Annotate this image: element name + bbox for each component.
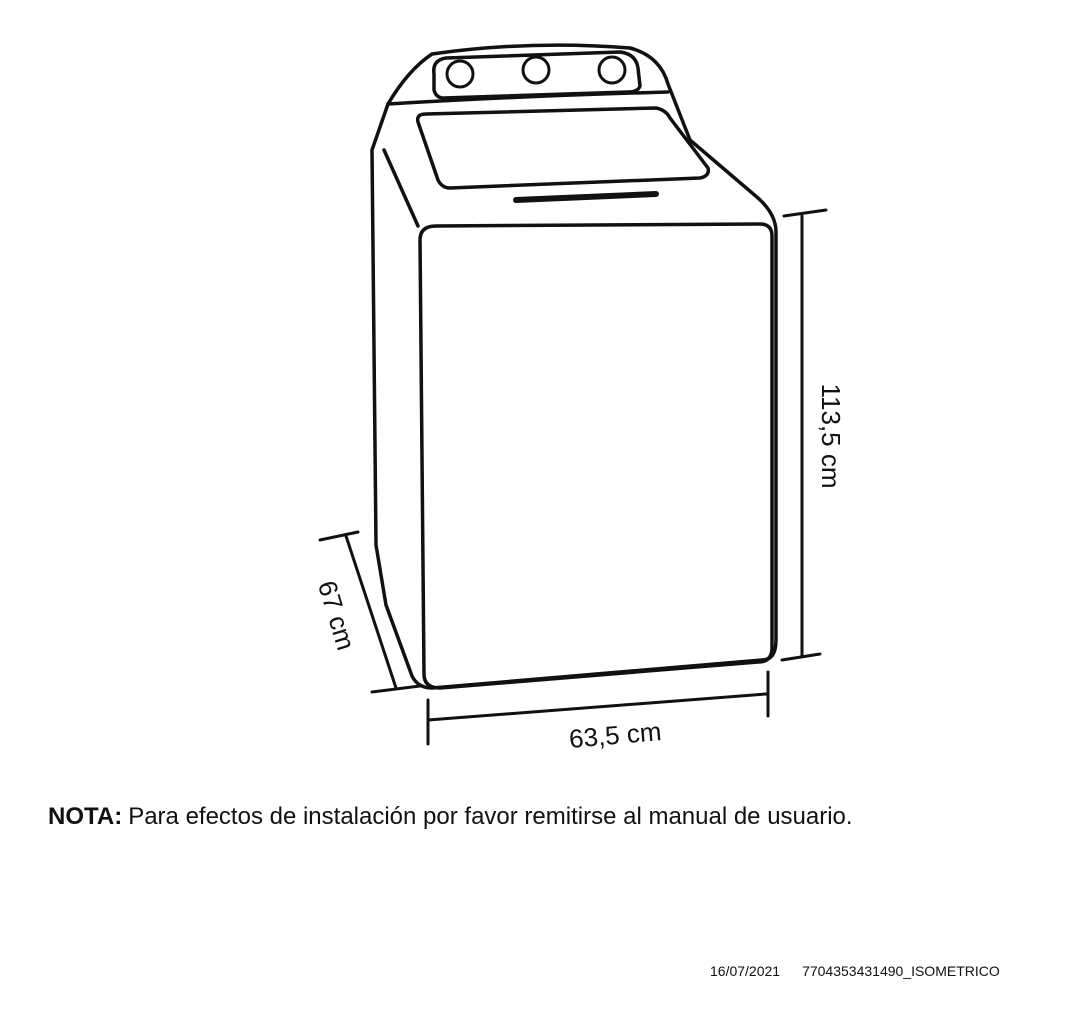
height-dimension-tick-top: [782, 208, 828, 218]
front-panel: [418, 222, 774, 690]
depth-dimension-label: 67 cm: [312, 577, 361, 653]
lid-handle: [513, 191, 659, 203]
installation-note: NOTA:Para efectos de instalación por fav…: [48, 800, 853, 834]
height-dimension-tick-bottom: [780, 652, 822, 662]
note-label: NOTA:: [48, 803, 123, 830]
footer-code: 7704353431490_ISOMETRICO: [802, 963, 1000, 979]
cabinet-outline: [370, 43, 778, 690]
depth-dimension-line: [344, 534, 398, 690]
width-dimension-label: 63,5 cm: [568, 716, 663, 754]
note-text: Para efectos de instalación por favor re…: [128, 803, 853, 830]
depth-dimension-tick-top: [318, 530, 360, 542]
width-dimension-line: [426, 692, 768, 722]
knob-left-icon: [445, 59, 475, 89]
lid: [415, 106, 711, 190]
footer-date: 16/07/2021: [710, 963, 781, 979]
control-panel: [432, 50, 642, 100]
side-edge: [382, 148, 420, 228]
washing-machine-drawing: 113,5 cm 67 cm 63,5 cm: [312, 43, 846, 754]
height-dimension-label: 113,5 cm: [816, 383, 846, 488]
knob-center-icon: [521, 55, 551, 85]
knob-right-icon: [597, 55, 627, 85]
depth-dimension-tick-bottom: [370, 684, 422, 694]
footer: 16/07/2021 7704353431490_ISOMETRICO: [710, 961, 1000, 981]
